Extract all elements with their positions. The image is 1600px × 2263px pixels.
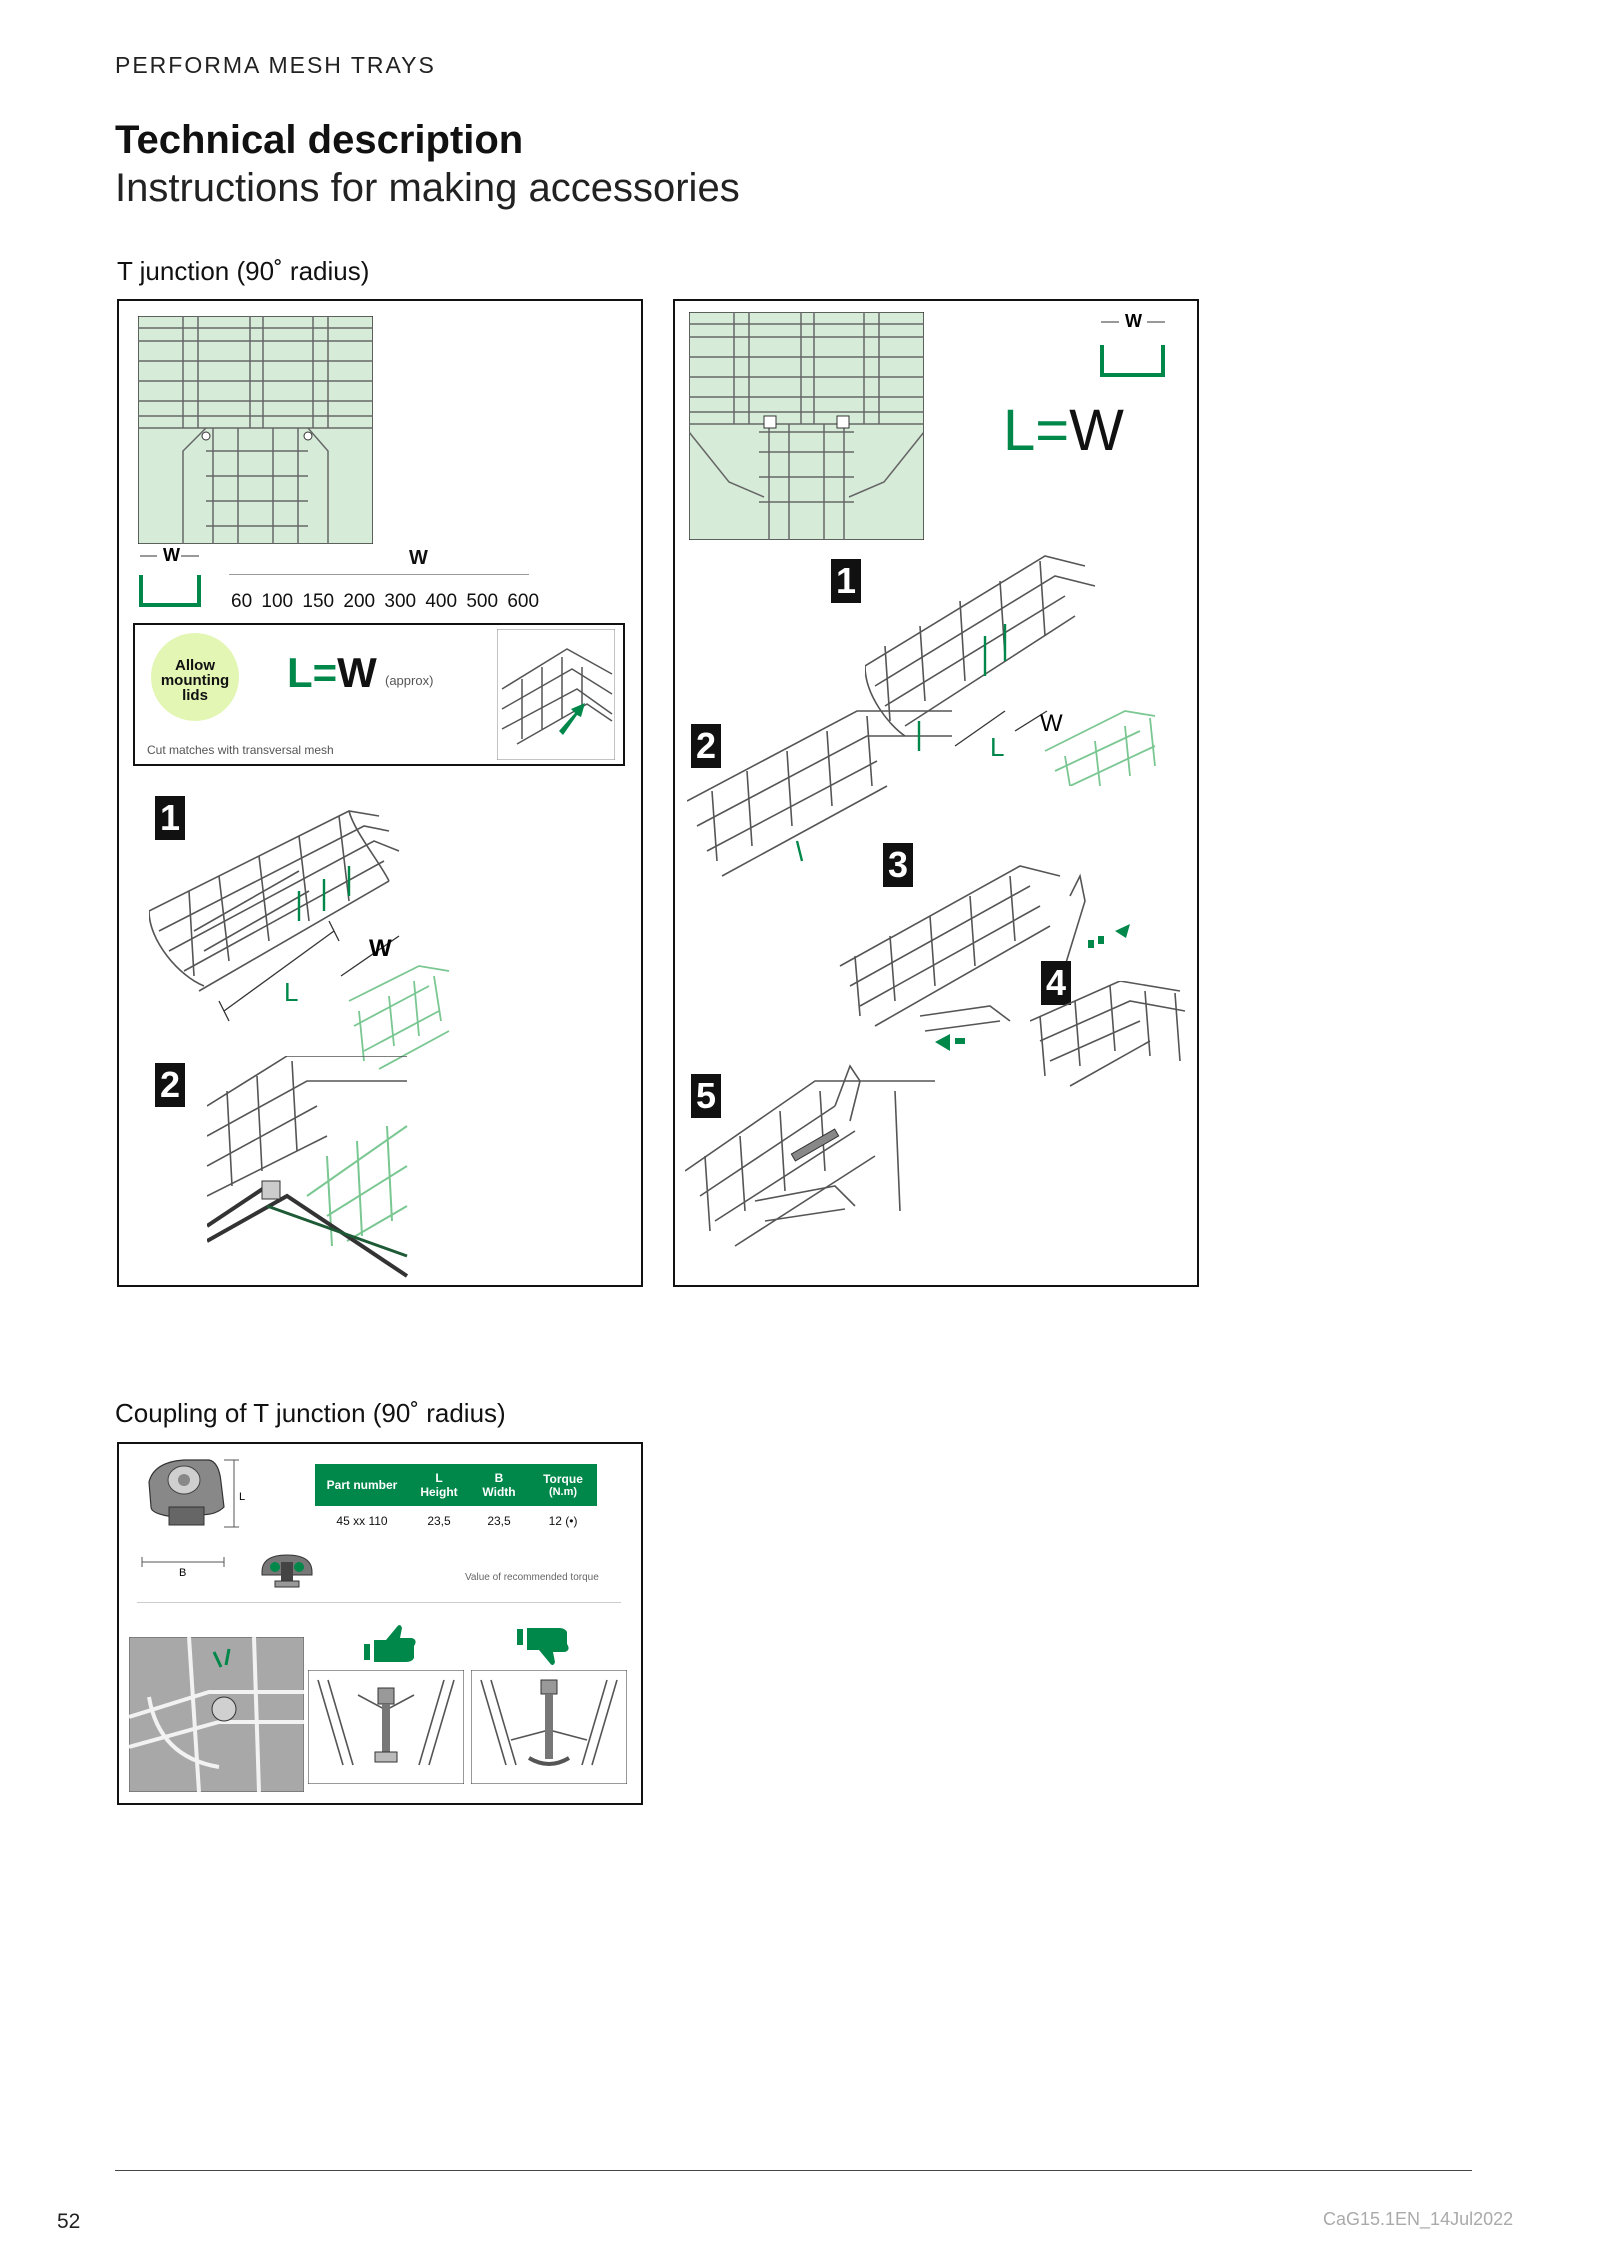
page-title: Technical description — [115, 118, 524, 162]
tjunction-left-panel: W W 60 100 150 200 300 400 500 600 Allow… — [117, 299, 643, 1287]
width-values: 60 100 150 200 300 400 500 600 — [231, 591, 540, 612]
right-step-2-badge: 2 — [691, 724, 721, 768]
right-step-2-illustration — [687, 710, 952, 877]
page-number: 52 — [57, 2210, 81, 2233]
clamp-photo — [129, 1637, 304, 1792]
step-1-badge: 1 — [155, 796, 185, 840]
width-scale-label: W — [409, 547, 428, 569]
tjunction-heading: T junction (90˚ radius) — [117, 256, 370, 286]
page-subtitle: Instructions for making accessories — [115, 166, 740, 210]
width-scale-rule — [229, 574, 529, 575]
footer-rule — [115, 2170, 1472, 2171]
table-cell-height: 23,5 — [427, 1514, 451, 1528]
right-step-3-badge: 3 — [883, 843, 913, 887]
right-step-4-illustration — [1030, 981, 1186, 1087]
right-step-3-illustration — [839, 865, 1130, 1051]
step-2-badge: 2 — [155, 1063, 185, 1107]
table-header-part-number: Part number — [326, 1478, 398, 1492]
svg-text:W: W — [1040, 710, 1063, 737]
svg-text:B: B — [179, 1567, 186, 1579]
right-step-1-illustration: L W — [865, 555, 1156, 786]
svg-text:L: L — [239, 1491, 245, 1503]
cut-note: Cut matches with transversal mesh — [147, 743, 334, 757]
step-2-illustration — [207, 1056, 409, 1278]
coupling-heading: Coupling of T junction (90˚ radius) — [115, 1398, 506, 1428]
incorrect-mounting-drawing — [471, 1670, 627, 1784]
allow-mounting-lids-badge: Allow mounting lids — [151, 633, 239, 721]
correct-mounting-drawing — [308, 1670, 464, 1784]
torque-note: Value of recommended torque — [465, 1572, 599, 1583]
step-1-illustration: L W — [149, 810, 450, 1070]
cut-detail-image — [497, 629, 615, 760]
svg-text:W: W — [369, 935, 392, 962]
info-box: Allow mounting lids L=W (approx) Cut mat… — [133, 623, 625, 766]
table-cell-torque: 12 (•) — [548, 1514, 578, 1528]
right-step-4-badge: 4 — [1041, 961, 1071, 1005]
tjunction-right-panel: W L=W 1 L W 2 — [673, 299, 1199, 1287]
right-step-1-badge: 1 — [831, 559, 861, 603]
svg-text:W: W — [163, 545, 180, 565]
formula: L=W — [287, 649, 377, 696]
coupling-divider — [137, 1602, 621, 1603]
thumbs-up-icon — [364, 1625, 416, 1662]
tray-section-icon: W — [139, 545, 201, 607]
table-row: 45 xx 110 23,5 23,5 12 (•) — [315, 1506, 597, 1536]
table-cell-part-number: 45 xx 110 — [336, 1514, 388, 1528]
section-label: PERFORMA MESH TRAYS — [115, 52, 436, 78]
clamp-drawing: L B — [141, 1459, 245, 1579]
thumbs-down-icon — [517, 1628, 569, 1665]
table-header-torque: Torque(N.m) — [543, 1472, 583, 1498]
tray-section-icon-right: W — [1100, 311, 1165, 377]
tjunction-plan-view — [138, 316, 373, 544]
table-cell-width: 23,5 — [487, 1514, 511, 1528]
formula-note: (approx) — [385, 673, 434, 688]
svg-text:L: L — [990, 732, 1004, 762]
right-step-5-illustration — [685, 1064, 935, 1247]
svg-text:L: L — [284, 977, 298, 1007]
right-step-5-badge: 5 — [691, 1074, 721, 1118]
tjunction-plan-view-right — [689, 312, 924, 540]
clamp-section-drawing — [261, 1554, 313, 1588]
right-formula: L=W — [1003, 398, 1124, 463]
svg-text:W: W — [1125, 311, 1142, 331]
document-reference: CaG15.1EN_14Jul2022 — [1323, 2209, 1514, 2229]
